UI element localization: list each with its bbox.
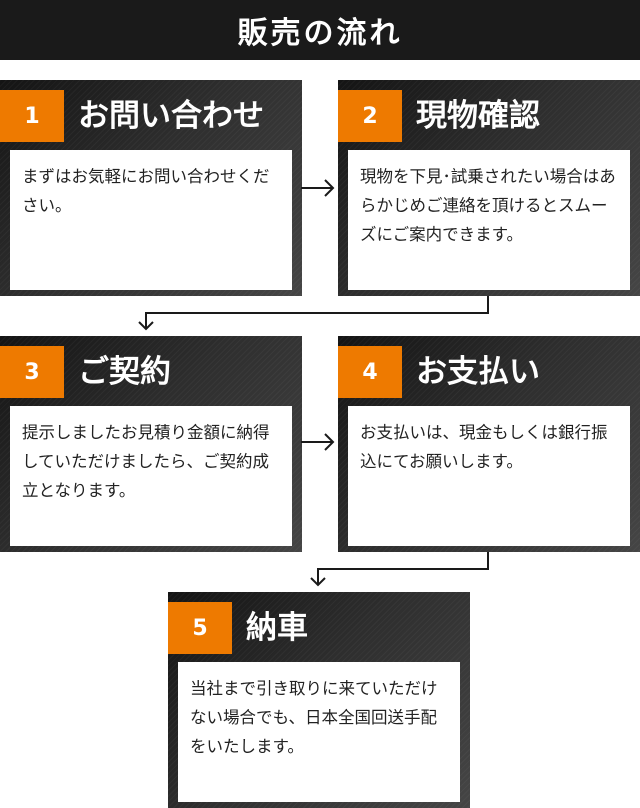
step-card-4: 4 お支払い お支払いは、現金もしくは銀行振込にてお願いします。 — [338, 336, 640, 552]
connector-line-4-to-5 — [317, 552, 489, 585]
arrow-down-icon — [310, 577, 326, 587]
arrow-right-icon — [301, 179, 335, 197]
step-title-4: お支払い — [416, 354, 540, 390]
step-title-2: 現物確認 — [416, 98, 540, 134]
arrow-down-icon — [138, 321, 154, 331]
step-description-3: 提示しましたお見積り金額に納得していただけましたら、ご契約成立となります。 — [10, 406, 292, 546]
page-title: 販売の流れ — [237, 16, 403, 51]
step-number-3: 3 — [0, 346, 64, 398]
step-number-2: 2 — [338, 90, 402, 142]
step-description-4: お支払いは、現金もしくは銀行振込にてお願いします。 — [348, 406, 630, 546]
page-title-banner: 販売の流れ — [0, 0, 640, 60]
step-description-5: 当社まで引き取りに来ていただけない場合でも、日本全国回送手配をいたします。 — [178, 662, 460, 802]
connector-line-2-to-3 — [145, 296, 489, 329]
step-title-5: 納車 — [246, 610, 308, 646]
step-description-2: 現物を下見･試乗されたい場合はあらかじめご連絡を頂けるとスムーズにご案内できます… — [348, 150, 630, 290]
step-card-1: 1 お問い合わせ まずはお気軽にお問い合わせください。 — [0, 80, 302, 296]
step-number-5: 5 — [168, 602, 232, 654]
step-number-1: 1 — [0, 90, 64, 142]
step-card-3: 3 ご契約 提示しましたお見積り金額に納得していただけましたら、ご契約成立となり… — [0, 336, 302, 552]
arrow-right-icon — [301, 433, 335, 451]
step-title-1: お問い合わせ — [78, 98, 264, 134]
step-card-5: 5 納車 当社まで引き取りに来ていただけない場合でも、日本全国回送手配をいたしま… — [168, 592, 470, 808]
step-number-4: 4 — [338, 346, 402, 398]
step-title-3: ご契約 — [78, 354, 171, 390]
step-description-1: まずはお気軽にお問い合わせください。 — [10, 150, 292, 290]
step-card-2: 2 現物確認 現物を下見･試乗されたい場合はあらかじめご連絡を頂けるとスムーズに… — [338, 80, 640, 296]
